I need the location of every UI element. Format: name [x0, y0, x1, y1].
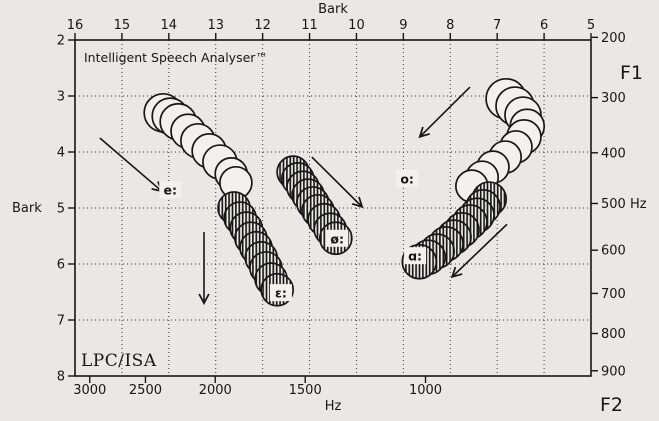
right-tick-label: 400 — [601, 146, 626, 161]
top-tick-label: 5 — [587, 18, 595, 33]
left-tick-label: 8 — [57, 370, 65, 385]
right-tick-label: 700 — [601, 287, 626, 302]
vowel-trajectory-oe-long — [276, 155, 353, 256]
vowel-label-box — [404, 247, 427, 265]
bottom-tick-label: 1500 — [289, 383, 322, 398]
vowel-label-epsilon-long: ɛ: — [269, 284, 292, 302]
arrow-o-onset — [420, 86, 471, 137]
bottom-tick-label: 2000 — [199, 383, 232, 398]
top-axis-label: Bark — [318, 2, 348, 17]
top-tick-label: 16 — [67, 18, 84, 33]
vowel-label-box — [159, 181, 182, 199]
left-tick-label: 4 — [57, 146, 65, 161]
vowel-label-box — [269, 284, 292, 302]
vowel-trajectory-e-long — [143, 92, 253, 200]
right-tick-label: 500 Hz — [601, 197, 647, 212]
vowel-label-o-long: o: — [396, 169, 419, 187]
vowel-label-oe-long: ø: — [326, 229, 349, 247]
left-tick-label: 2 — [57, 34, 65, 49]
f2-axis-label: F2 — [600, 394, 624, 416]
vowel-label-box — [326, 229, 349, 247]
bottom-tick-label: 2500 — [129, 383, 162, 398]
right-tick-label: 800 — [601, 327, 626, 342]
top-tick-label: 15 — [114, 18, 131, 33]
arrow-alpha — [452, 223, 508, 277]
top-tick-label: 13 — [207, 18, 224, 33]
right-tick-label: 900 — [601, 364, 626, 379]
arrow-oe — [311, 156, 362, 207]
vowel-label-alpha-long: ɑ: — [404, 247, 427, 265]
vowel-label-text: o: — [400, 171, 414, 186]
right-tick-label: 300 — [601, 91, 626, 106]
vowel-trajectory-epsilon-long — [217, 191, 295, 307]
vowel-label-text: ɑ: — [408, 249, 422, 264]
vowel-trajectory-o-long — [455, 77, 546, 204]
left-tick-label: 7 — [57, 314, 65, 329]
left-tick-label: 5 — [57, 202, 65, 217]
top-tick-label: 8 — [446, 18, 454, 33]
top-tick-label: 10 — [348, 18, 365, 33]
top-tick-label: 9 — [399, 18, 407, 33]
top-tick-label: 6 — [540, 18, 548, 33]
arrow-e-onset — [99, 137, 162, 191]
vowel-trajectory-alpha-long — [401, 181, 508, 280]
vowel-label-text: ɛ: — [275, 286, 287, 301]
vowel-label-e-long: e: — [159, 181, 182, 199]
f1-axis-label: F1 — [620, 62, 644, 84]
vowel-label-text: ø: — [330, 231, 344, 246]
vowel-label-box — [396, 169, 419, 187]
app-title: Intelligent Speech Analyser™ — [84, 50, 268, 65]
right-tick-label: 200 — [601, 31, 626, 46]
top-tick-label: 11 — [301, 18, 318, 33]
top-tick-label: 7 — [493, 18, 501, 33]
right-tick-label: 600 — [601, 244, 626, 259]
top-tick-label: 12 — [254, 18, 271, 33]
left-tick-label: 6 — [57, 258, 65, 273]
lpc-isa-watermark: LPC/ISA — [81, 351, 157, 371]
bottom-axis-unit-label: Hz — [324, 399, 342, 414]
left-axis-label: Bark — [12, 201, 42, 216]
vowel-label-text: e: — [163, 183, 176, 198]
bottom-tick-label: 3000 — [73, 383, 106, 398]
top-tick-label: 14 — [161, 18, 178, 33]
left-tick-label: 3 — [57, 90, 65, 105]
bottom-tick-label: 1000 — [409, 383, 442, 398]
